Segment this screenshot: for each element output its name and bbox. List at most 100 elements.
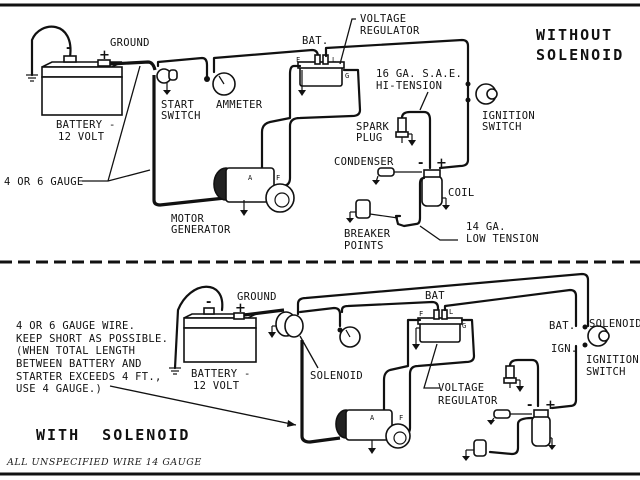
top-diagram: - + GROUND BATTERY - 12 VOLT START SWITC… [4,13,624,252]
bottom-ignition-to-coil-wire [550,344,578,410]
gauge-note-line-4: BETWEEN BATTERY AND [16,358,142,370]
bottom-regulator-label-2: REGULATOR [438,395,498,407]
gauge-note-arrowhead [287,420,296,427]
bottom-hi-tension-wire [508,358,540,408]
regulator-leader [339,18,356,65]
motor-generator-label-2: GENERATOR [171,224,231,236]
breaker-points-label-2: POINTS [344,240,384,252]
ignition-switch-label-2: SWITCH [482,121,522,133]
battery-icon [41,55,123,116]
regulator-label-2: REGULATOR [360,25,420,37]
solenoid-to-ignition-solenoid-wire [296,272,590,328]
ammeter-to-regulator-wire [340,300,440,320]
bottom-coil-negative-sign: - [527,398,532,413]
regulator-bat-label: BAT. [302,35,329,47]
low-tension-wire [394,176,426,228]
coil-icon [421,169,450,210]
bottom-ignition-switch-icon [582,324,610,348]
bottom-regulator-leader [423,343,440,389]
ground-symbol-icon [26,74,38,82]
bottom-battery-label-1: BATTERY - [191,368,251,380]
regulator-terminal-l: L [332,56,336,64]
bottom-regulator-terminal-f: F [419,310,423,318]
footer-note: ALL UNSPECIFIED WIRE 14 GAUGE [6,457,202,468]
bottom-regulator-bat-label: BAT [425,290,445,302]
bottom-ignition-switch-label-2: SWITCH [586,366,626,378]
switch-ign-label: IGN. [551,343,578,355]
bottom-battery-ground-wire [173,285,224,370]
bottom-diagram-title: WITH SOLENOID [36,426,190,444]
battery-to-solenoid-cable [243,308,285,317]
switch-bat-label: BAT. [549,320,576,332]
regulator-terminal-f: F [296,56,300,64]
regulator-to-generator-field-wire [280,68,362,188]
bottom-diagram: 4 OR 6 GAUGE WIRE. KEEP SHORT AS POSSIBL… [6,272,640,468]
bottom-ammeter-icon [337,326,361,348]
bottom-regulator-terminal-l: L [449,308,453,316]
motor-generator-icon [213,167,295,216]
start-switch-label-1: START [161,99,194,111]
bottom-battery-negative-sign: - [206,295,211,310]
bottom-regulator-terminal-g: G [462,322,466,330]
bottom-regulator-label-1: VOLTAGE [438,382,484,394]
bottom-voltage-regulator-icon [412,309,463,350]
bottom-coil-positive-sign: + [545,398,556,413]
coil-label: COIL [448,187,475,199]
battery-negative-sign: - [66,41,71,56]
regulator-terminal-g: G [345,72,349,80]
hi-tension-label-2: HI-TENSION [376,80,442,92]
spark-plug-label-1: SPARK [356,121,389,133]
voltage-regulator-icon [297,54,345,96]
gauge-note-line-2: KEEP SHORT AS POSSIBLE. [16,333,168,345]
breaker-points-label-1: BREAKER [344,228,391,240]
hi-tension-wire [400,110,432,170]
ignition-switch-icon [465,81,498,105]
bottom-generator-terminal-a: A [370,414,375,422]
hi-tension-leader [419,91,429,111]
condenser-icon [372,167,395,185]
coil-negative-sign: - [418,156,423,171]
ammeter-icon [204,72,236,96]
generator-terminal-a: A [248,174,253,182]
ignition-switch-label-1: IGNITION [482,110,535,122]
gauge-note-line-5: STARTER EXCEEDS 4 FT., [16,371,162,383]
bottom-battery-positive-sign: + [235,301,246,316]
solenoid-icon [268,311,304,338]
top-diagram-title-2: SOLENOID [536,46,624,64]
breaker-points-icon [346,199,399,223]
bottom-spark-plug-icon [503,365,524,392]
bottom-condenser-icon [487,409,511,425]
battery-label-1: BATTERY - [56,119,116,131]
start-switch-to-generator-cable [152,75,226,207]
regulator-f-to-generator-wire [260,64,302,180]
condenser-label: CONDENSER [334,156,394,168]
regulator-to-ignition-wire [324,38,470,170]
top-diagram-title-1: WITHOUT [536,26,613,44]
solenoid-label: SOLENOID [310,370,363,382]
start-switch-label-2: SWITCH [161,110,201,122]
bottom-battery-label-2: 12 VOLT [193,380,240,392]
solenoid-to-starter-cable [300,340,341,444]
bottom-ground-symbol-icon [169,367,181,375]
gauge-note-line-6: USE 4 GAUGE.) [16,383,102,395]
hi-tension-label-1: 16 GA. S.A.E. [376,68,462,80]
regulator-label-1: VOLTAGE [360,13,406,25]
battery-label-2: 12 VOLT [58,131,105,143]
bottom-ground-label: GROUND [237,291,277,303]
gauge-note-line-3: (WHEN TOTAL LENGTH [16,345,135,357]
bottom-generator-terminal-f: F [399,414,403,422]
gauge-label: 4 OR 6 GAUGE [4,176,83,188]
spark-plug-icon [395,117,416,146]
regulator-to-ignition-bat-wire [443,288,578,328]
gauge-leader [82,65,151,182]
battery-positive-sign: + [99,48,110,63]
low-tension-leader [419,225,458,241]
low-tension-label-1: 14 GA. [466,221,506,233]
battery-to-start-switch-cable [109,60,157,71]
bottom-breaker-points-icon [462,439,487,461]
ground-label: GROUND [110,37,150,49]
start-switch-to-ammeter-wire [156,56,209,80]
battery-ground-wire [30,25,72,77]
coil-positive-sign: + [436,156,447,171]
start-switch-icon [156,68,178,95]
